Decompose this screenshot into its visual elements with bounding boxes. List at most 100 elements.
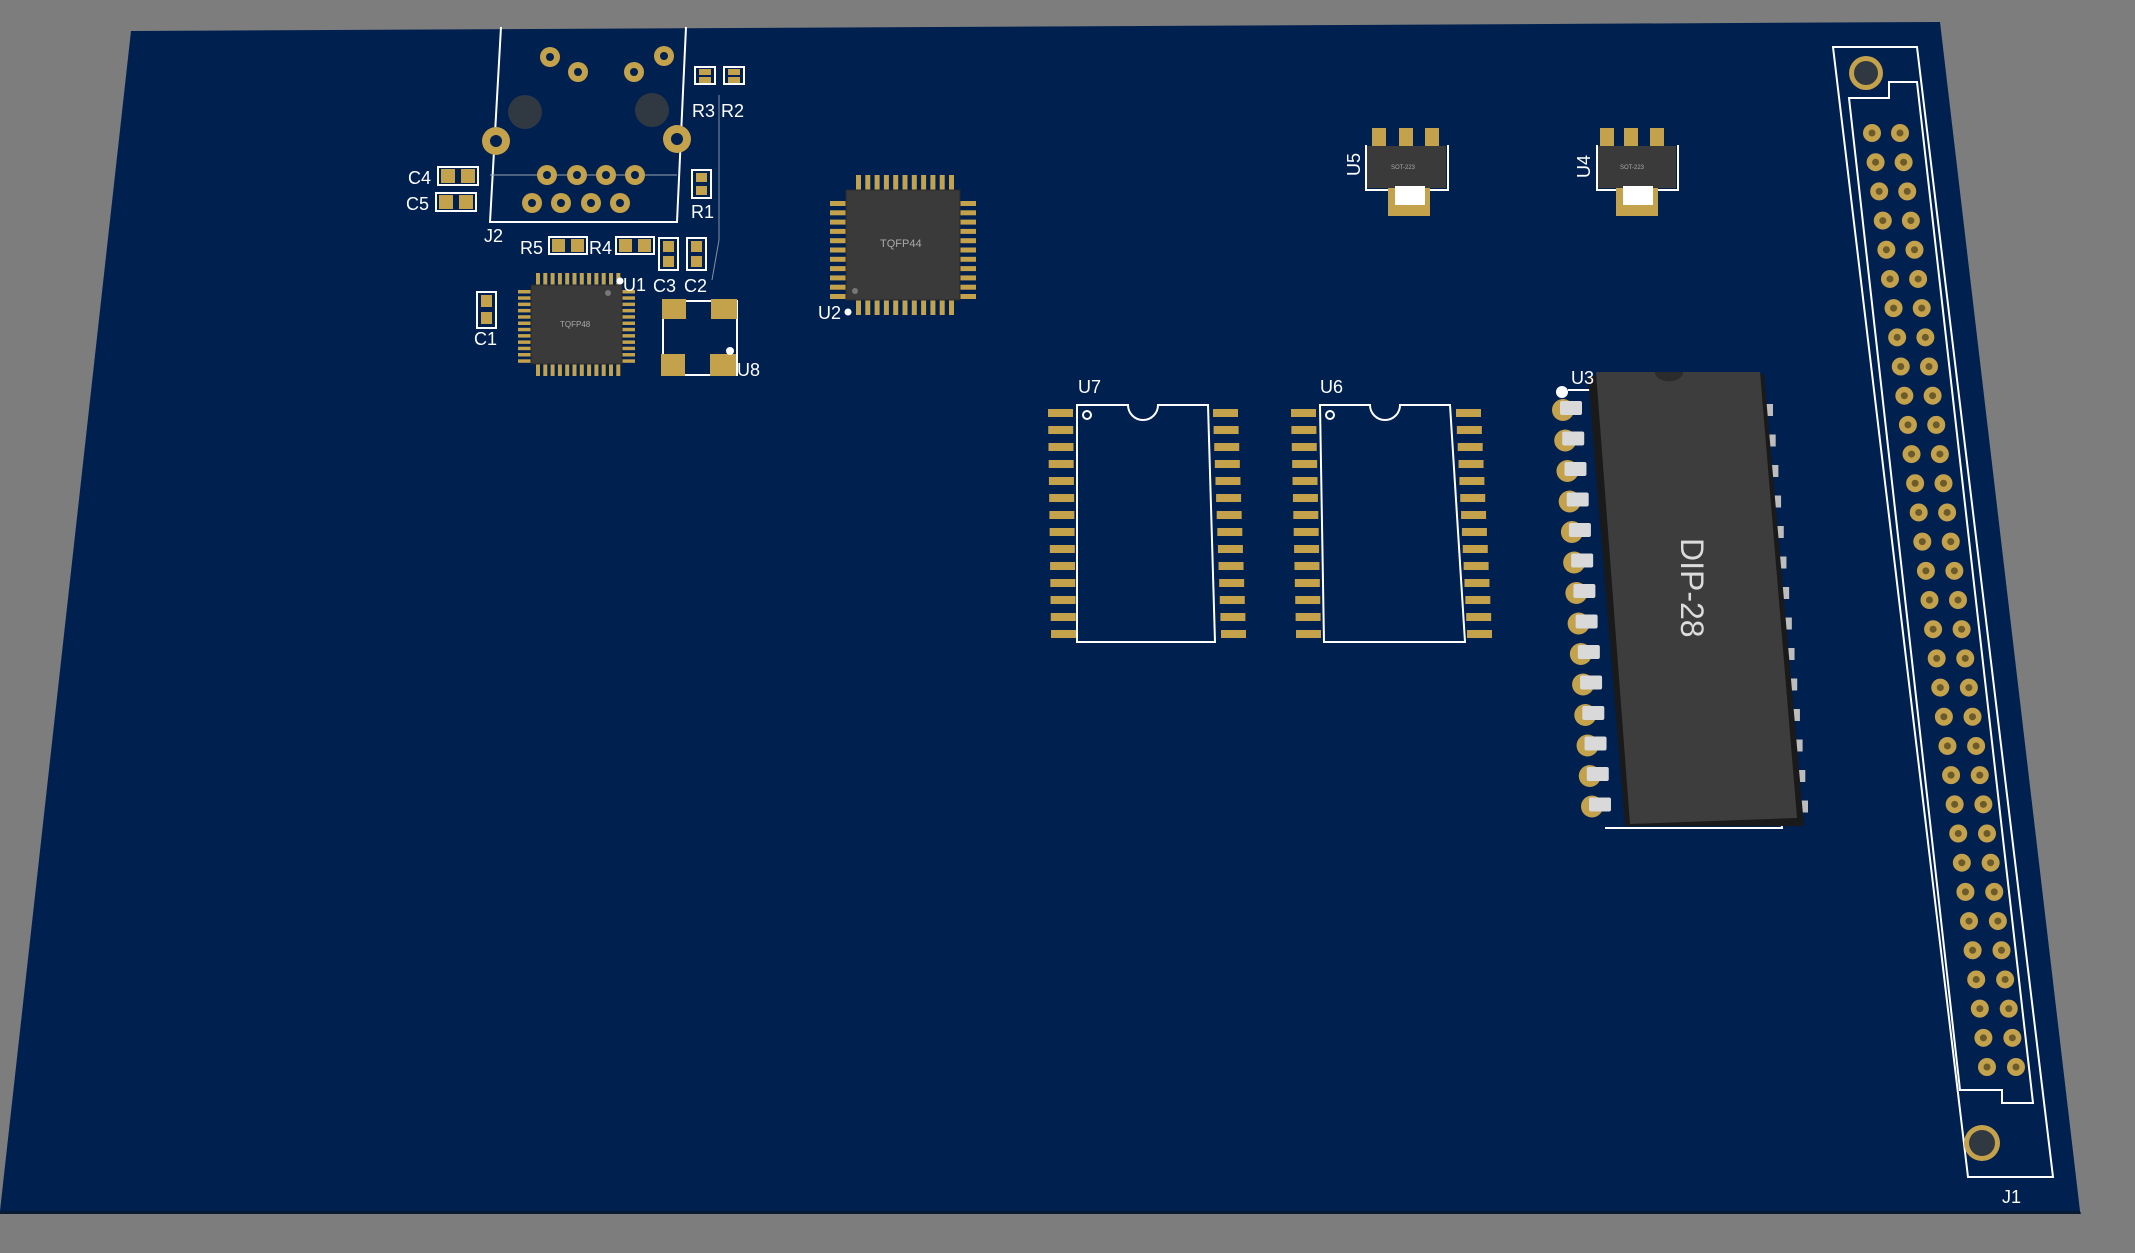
pin <box>959 294 976 299</box>
pin-lead <box>1775 526 1784 538</box>
component-u7[interactable]: U7 <box>1048 377 1246 643</box>
u4-chip-body <box>1598 146 1676 188</box>
pin <box>621 327 635 332</box>
pin <box>959 201 976 206</box>
ref-label-j2: J2 <box>484 226 503 246</box>
pin-hole <box>1983 1063 1991 1071</box>
pin-lead <box>1789 678 1798 691</box>
pin <box>865 299 871 315</box>
pin-hole <box>2001 975 2009 983</box>
pin-hole <box>1976 1005 1984 1013</box>
u2-pin1-marker <box>844 308 852 316</box>
u5-tab <box>1395 186 1425 205</box>
ref-label-c4: C4 <box>408 168 431 188</box>
pin <box>830 238 847 244</box>
pin-hole <box>1976 771 1984 779</box>
u5-chip-body <box>1367 146 1446 188</box>
pad <box>1465 596 1491 604</box>
pin-hole <box>1972 742 1980 750</box>
pin <box>959 247 976 253</box>
board-edge-shadow <box>0 1211 2081 1214</box>
pin <box>893 299 899 315</box>
ref-label-u2: U2 <box>818 303 841 323</box>
component-j1[interactable]: J1 <box>1831 46 2055 1207</box>
component-u3[interactable]: DIP-28 U3 <box>1552 368 1808 829</box>
pad <box>1050 596 1076 604</box>
component-c3[interactable]: C3 <box>653 237 679 296</box>
pin-hole <box>1886 275 1894 283</box>
pad <box>1461 528 1487 536</box>
pin-hole <box>1950 567 1958 575</box>
component-r2[interactable]: R2 <box>721 66 745 121</box>
component-u8[interactable]: U8 <box>661 299 760 380</box>
pin <box>959 210 976 216</box>
component-u2[interactable]: TQFP44 U2 <box>818 175 976 323</box>
j1-silkscreen-inner <box>1847 81 2035 1104</box>
pad <box>1466 613 1492 621</box>
pin <box>518 315 532 319</box>
pin <box>518 321 532 325</box>
j1-mount-hole-inner <box>1854 61 1878 85</box>
pin <box>621 296 635 300</box>
pad <box>1460 494 1486 502</box>
pin <box>874 175 880 191</box>
pin <box>518 340 532 344</box>
component-c4[interactable]: C4 <box>408 166 479 188</box>
pin-hole <box>1972 975 1980 983</box>
pin-hole <box>1929 625 1937 633</box>
pin-hole <box>1872 158 1880 166</box>
component-c1[interactable]: C1 <box>474 291 497 349</box>
pad <box>1292 494 1318 502</box>
component-r4[interactable]: R4 <box>589 236 655 258</box>
ref-label-r4: R4 <box>589 238 612 258</box>
pin <box>621 315 635 319</box>
pin-hole <box>1951 800 1959 808</box>
pad <box>1217 545 1243 553</box>
pin-lead <box>1566 492 1589 507</box>
pin-hole <box>1904 421 1912 429</box>
pin <box>830 284 847 290</box>
j1-pins <box>1863 124 2025 1076</box>
pin-hole <box>1987 859 1995 867</box>
pin <box>621 321 635 325</box>
u2-pins <box>830 175 976 315</box>
ref-label-r3: R3 <box>692 101 715 121</box>
pin-hole <box>1969 946 1977 954</box>
pin <box>518 327 532 332</box>
u5-body-label: SOT-223 <box>1391 165 1416 171</box>
component-u4[interactable]: SOT-223 U4 <box>1574 128 1679 216</box>
pin-lead <box>1573 584 1596 598</box>
component-u5[interactable]: SOT-223 U5 <box>1344 128 1449 216</box>
pin <box>883 175 889 191</box>
pin <box>518 353 532 357</box>
u6-pads <box>1291 409 1492 638</box>
pin-hole <box>1932 421 1940 429</box>
pad <box>1214 460 1240 468</box>
pin <box>587 363 592 376</box>
component-c5[interactable]: C5 <box>406 192 477 214</box>
pin <box>518 302 532 307</box>
j2-silkscreen-outline <box>488 26 687 223</box>
pin-hole <box>1914 275 1922 283</box>
pad <box>1048 443 1074 451</box>
component-r3[interactable]: R3 <box>692 66 716 121</box>
pin-hole <box>1903 187 1911 195</box>
pin <box>518 290 532 294</box>
component-u1[interactable]: TQFP48 U1 <box>518 273 646 376</box>
pin <box>594 363 599 376</box>
pin-hole <box>1896 129 1904 137</box>
pin-hole <box>1954 596 1962 604</box>
component-r1[interactable]: R1 <box>691 169 714 222</box>
pcb-board[interactable] <box>0 22 2080 1211</box>
component-u6[interactable]: U6 <box>1291 377 1492 643</box>
component-j2[interactable]: J2 <box>482 26 691 246</box>
pin <box>518 308 532 313</box>
component-c2[interactable]: C2 <box>684 237 707 296</box>
component-r5[interactable]: R5 <box>520 236 588 258</box>
pin-hole <box>1922 567 1930 575</box>
pin-hole <box>1875 187 1883 195</box>
pin-hole <box>1940 479 1947 487</box>
pin <box>518 334 532 338</box>
